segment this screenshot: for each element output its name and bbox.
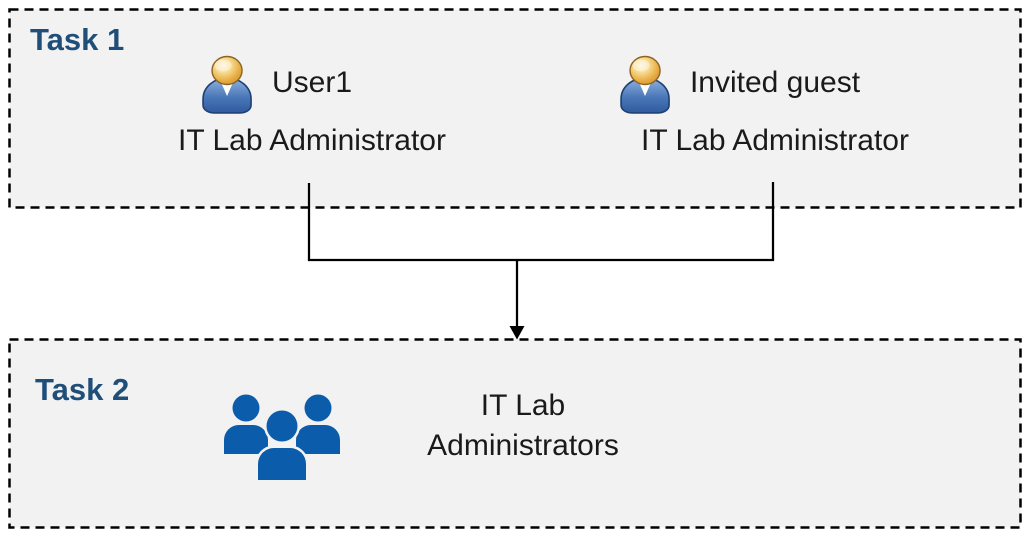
task1-box bbox=[8, 8, 1022, 209]
entity-user1-name-row: User1 bbox=[202, 55, 353, 114]
entity-invited-guest-name-row: Invited guest bbox=[620, 55, 861, 114]
entity-user1: User1 IT Lab Administrator bbox=[178, 55, 446, 158]
entity-invited-guest: Invited guest IT Lab Administrator bbox=[620, 55, 909, 158]
entity-role: IT Lab Administrator bbox=[641, 124, 909, 157]
task2-title: Task 2 bbox=[35, 372, 130, 407]
person-icon bbox=[612, 55, 678, 117]
people-group-icon bbox=[217, 393, 347, 483]
group-name: IT Lab Administrators bbox=[427, 386, 619, 466]
entity-name: User1 bbox=[271, 66, 353, 99]
group-name-line2: Administrators bbox=[427, 429, 619, 462]
entity-name: Invited guest bbox=[689, 66, 861, 99]
person-icon bbox=[194, 55, 260, 117]
merge-arrow-connector bbox=[307, 182, 775, 329]
task2-box bbox=[8, 338, 1022, 529]
task1-title: Task 1 bbox=[30, 22, 125, 57]
entity-role: IT Lab Administrator bbox=[178, 124, 446, 157]
arrowhead-icon bbox=[509, 326, 525, 340]
group-name-line1: IT Lab bbox=[480, 389, 566, 422]
